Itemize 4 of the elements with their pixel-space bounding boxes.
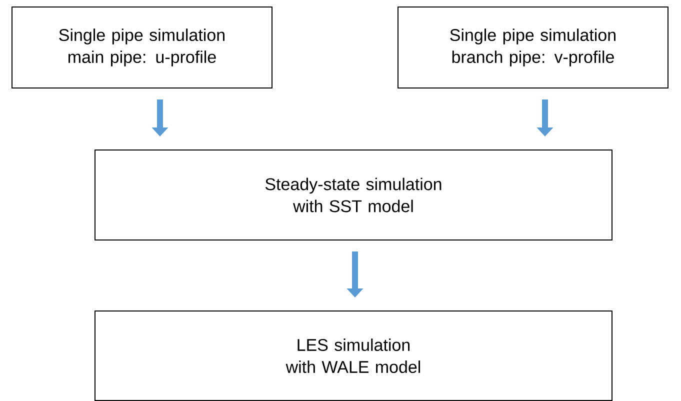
process-box: Steady-state simulation with SST model (94, 150, 612, 240)
process-box: LES simulation with WALE model (94, 310, 612, 401)
process-box: Single pipe simulation main pipe: u-profile (12, 6, 272, 88)
process-box: Single pipe simulation branch pipe: v-profile (398, 6, 668, 88)
